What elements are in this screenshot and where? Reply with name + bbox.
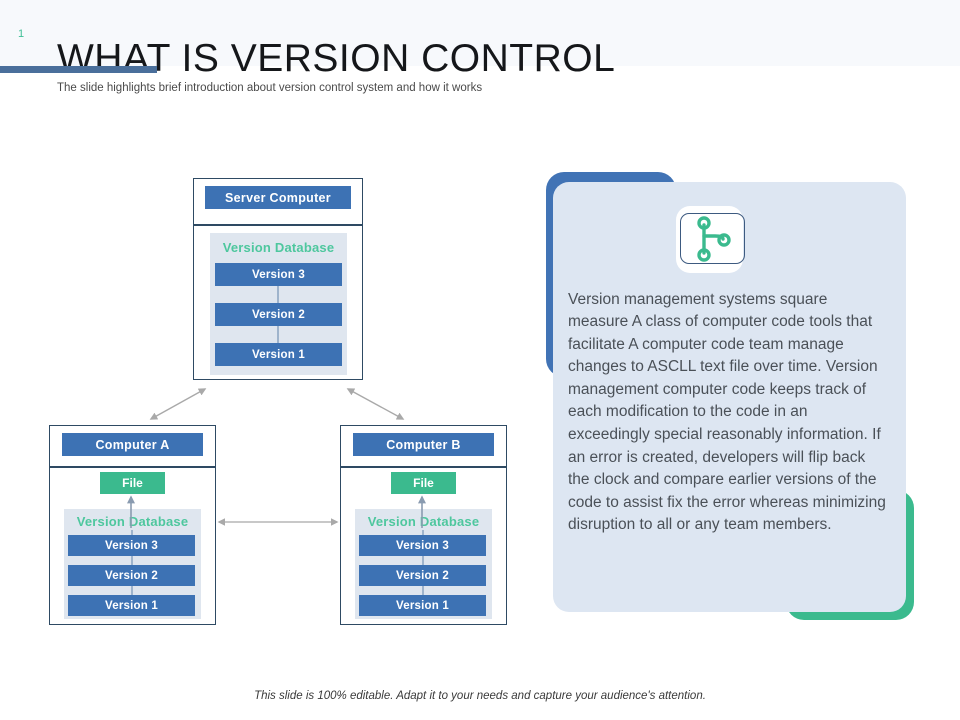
computer-b-file-chip: File: [391, 472, 456, 494]
computer-a-version-chip-3: Version 3: [68, 535, 195, 556]
computer-a-version-database-label: Version Database: [76, 514, 189, 529]
computer-a-version-chip-2: Version 2: [68, 565, 195, 586]
footer-note: This slide is 100% editable. Adapt it to…: [254, 690, 706, 702]
computer-b-title: Computer B: [353, 433, 494, 456]
version-control-diagram: Server Computer Version Database Version…: [49, 178, 507, 625]
info-panel-body-text: Version management systems square measur…: [568, 290, 886, 534]
computer-a-version-chip-1: Version 1: [68, 595, 195, 616]
server-version-chip-3: Version 3: [215, 263, 342, 286]
computer-b-version-database-label: Version Database: [367, 514, 480, 529]
computer-a-file-chip: File: [100, 472, 165, 494]
server-version-chip-2: Version 2: [215, 303, 342, 326]
computer-a-title: Computer A: [62, 433, 203, 456]
page-subtitle: The slide highlights brief introduction …: [57, 82, 483, 94]
panel-icon-frame: [680, 213, 745, 264]
server-version-database-label: Version Database: [222, 240, 335, 255]
computer-b-version-chip-3: Version 3: [359, 535, 486, 556]
computer-b-node-divider: [341, 466, 506, 468]
arrow-server-to-computer-a: [149, 388, 207, 420]
server-version-chip-1: Version 1: [215, 343, 342, 366]
server-node-divider: [194, 224, 362, 226]
computer-b-version-chip-2: Version 2: [359, 565, 486, 586]
computer-a-node-divider: [50, 466, 215, 468]
server-computer-title: Server Computer: [205, 186, 351, 209]
title-accent-bar: [0, 66, 157, 73]
header-band: [0, 0, 960, 66]
git-branch-icon: [697, 216, 731, 262]
arrow-server-to-computer-b: [346, 388, 405, 420]
computer-b-version-chip-1: Version 1: [359, 595, 486, 616]
slide-number: 1: [18, 28, 25, 40]
